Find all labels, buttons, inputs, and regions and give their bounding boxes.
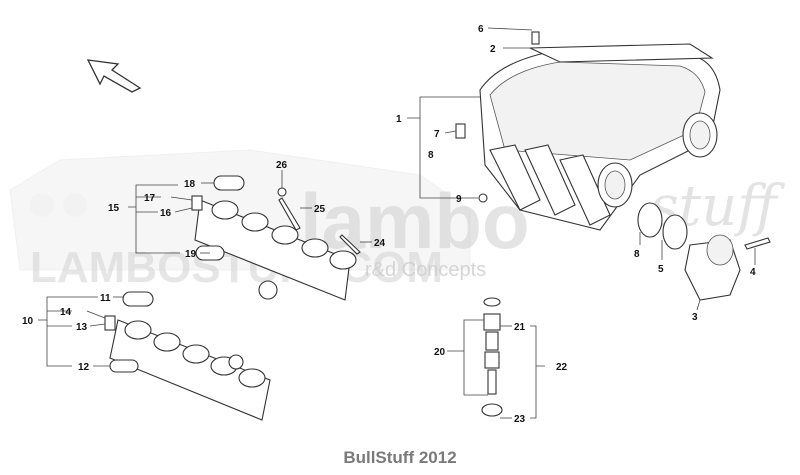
callout-16: 16 <box>160 208 172 219</box>
watermark-tagline: r&d Concepts <box>365 259 486 281</box>
callout-24: 24 <box>374 238 386 249</box>
fuel-injector-assembly <box>481 297 503 417</box>
callout-2: 2 <box>490 44 496 55</box>
callout-14: 14 <box>60 307 72 318</box>
callout-23: 23 <box>514 414 526 425</box>
callout-11: 11 <box>100 293 111 304</box>
upper-throttle-bank <box>191 175 361 301</box>
callout-3: 3 <box>692 312 698 323</box>
callout-21: 21 <box>514 322 526 333</box>
callout-8: 8 <box>428 150 434 161</box>
callout-5: 5 <box>658 264 664 275</box>
callout-22: 22 <box>556 362 568 373</box>
callout-4: 4 <box>750 267 756 278</box>
callout-15: 15 <box>108 203 120 214</box>
watermark-car-silhouette <box>9 149 471 271</box>
intake-manifold-assembly <box>455 31 771 301</box>
callout-13: 13 <box>76 322 88 333</box>
watermark-brand: lambo <box>300 177 530 265</box>
lower-throttle-bank <box>104 291 271 421</box>
callout-6: 6 <box>478 24 484 35</box>
callout-9: 9 <box>456 194 462 205</box>
direction-arrow-icon <box>86 59 142 93</box>
callout-8b: 8 <box>634 249 640 260</box>
callout-19: 19 <box>185 249 197 260</box>
footer-credit: BullStuff 2012 <box>343 448 457 467</box>
callout-labels: 1 2 3 4 5 6 7 8 8 9 10 11 12 13 14 15 16… <box>22 24 756 425</box>
callout-20: 20 <box>434 347 446 358</box>
callout-12: 12 <box>78 362 90 373</box>
leader-lines <box>38 27 756 419</box>
callout-26: 26 <box>276 160 288 171</box>
callout-25: 25 <box>314 204 326 215</box>
callout-17: 17 <box>144 193 156 204</box>
callout-18: 18 <box>184 179 196 190</box>
callout-10: 10 <box>22 316 34 327</box>
callout-7: 7 <box>434 129 440 140</box>
callout-1: 1 <box>396 114 402 125</box>
